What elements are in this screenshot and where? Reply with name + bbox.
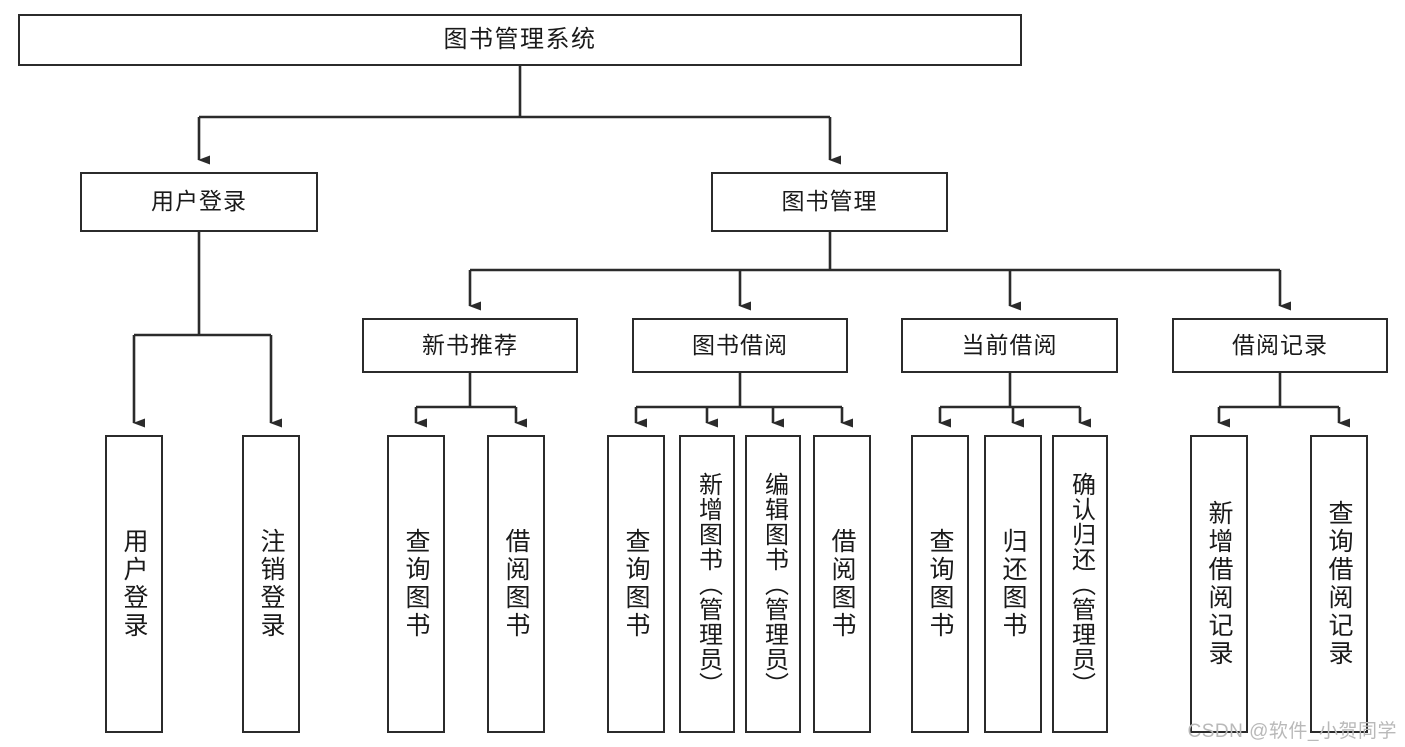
node-leaf-6[interactable]: 编辑图书（管理员） [745,435,801,733]
node-label: 图书管理系统 [443,25,597,53]
node-label: 借阅记录 [1232,331,1328,358]
node-label: 新增图书（管理员） [694,471,722,697]
node-root-system[interactable]: 图书管理系统 [18,14,1022,66]
node-label: 确认归还（管理员） [1067,471,1095,697]
node-label: 用户登录 [120,528,148,640]
node-leaf-7[interactable]: 借阅图书 [813,435,871,733]
node-level2-2[interactable]: 当前借阅 [901,318,1118,373]
node-label: 查询图书 [926,528,954,640]
node-level1-0[interactable]: 用户登录 [80,172,318,232]
node-level2-0[interactable]: 新书推荐 [362,318,578,373]
node-label: 新增借阅记录 [1205,500,1233,668]
node-label: 查询图书 [402,528,430,640]
node-leaf-9[interactable]: 归还图书 [984,435,1042,733]
node-label: 图书管理 [781,188,878,215]
node-leaf-2[interactable]: 查询图书 [387,435,445,733]
node-leaf-3[interactable]: 借阅图书 [487,435,545,733]
node-leaf-5[interactable]: 新增图书（管理员） [679,435,735,733]
node-leaf-0[interactable]: 用户登录 [105,435,163,733]
node-level2-1[interactable]: 图书借阅 [632,318,848,373]
node-label: 图书借阅 [692,331,788,358]
node-label: 用户登录 [151,188,247,215]
node-leaf-11[interactable]: 新增借阅记录 [1190,435,1248,733]
node-leaf-12[interactable]: 查询借阅记录 [1310,435,1368,733]
node-label: 借阅图书 [502,528,530,640]
node-level1-1[interactable]: 图书管理 [711,172,948,232]
node-level2-3[interactable]: 借阅记录 [1172,318,1388,373]
node-leaf-10[interactable]: 确认归还（管理员） [1052,435,1108,733]
node-label: 当前借阅 [961,331,1058,358]
node-leaf-1[interactable]: 注销登录 [242,435,300,733]
node-label: 借阅图书 [828,528,856,640]
node-label: 编辑图书（管理员） [760,471,788,697]
node-label: 查询图书 [622,528,650,640]
node-label: 新书推荐 [422,331,518,358]
node-leaf-8[interactable]: 查询图书 [911,435,969,733]
node-label: 查询借阅记录 [1325,500,1353,668]
node-leaf-4[interactable]: 查询图书 [607,435,665,733]
node-label: 归还图书 [999,528,1027,640]
node-label: 注销登录 [257,528,285,640]
watermark-credit: CSDN @软件_小贺同学 [1187,721,1397,742]
